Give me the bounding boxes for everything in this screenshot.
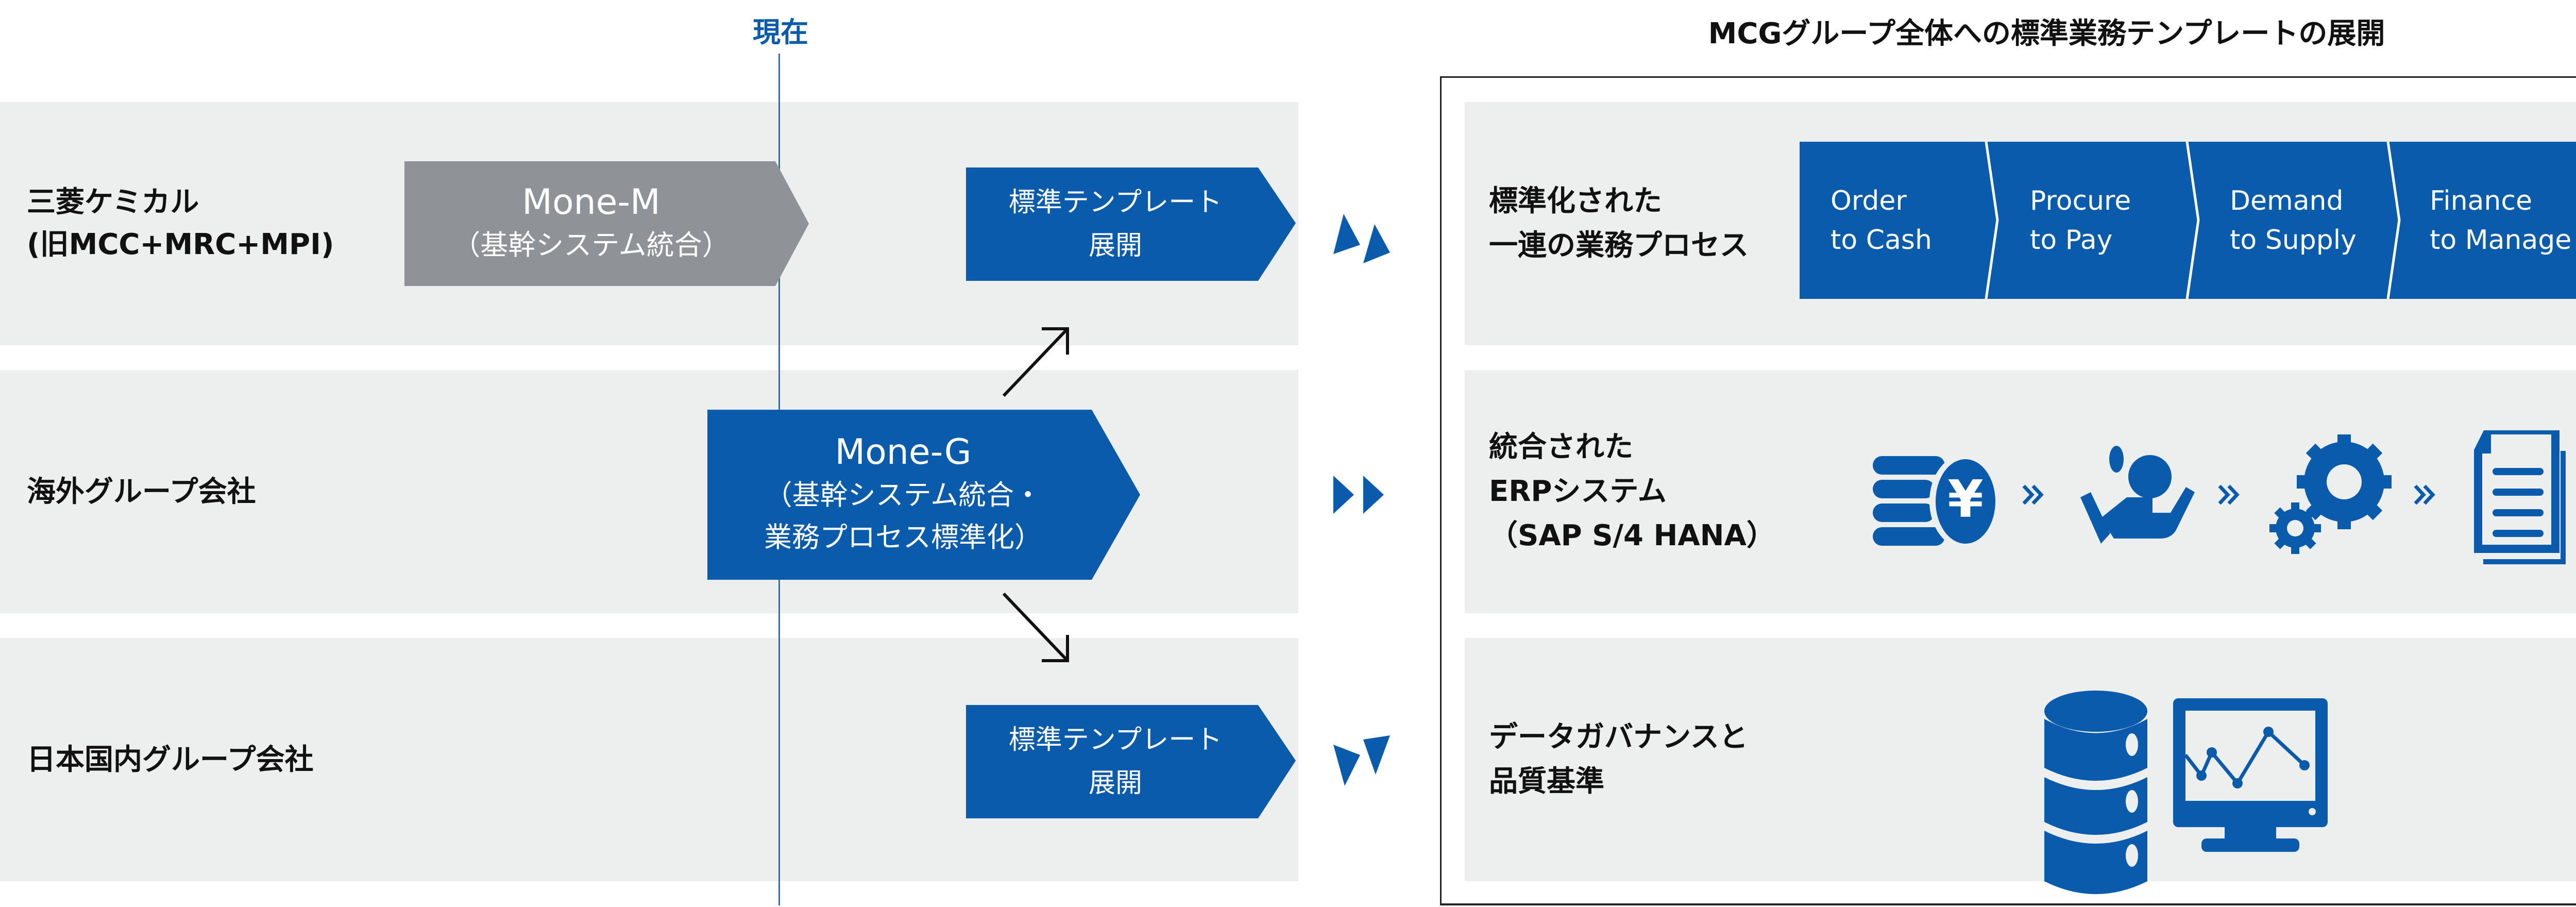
process-line: to Supply xyxy=(2230,224,2357,256)
right-panel-title: MCGグループ全体への標準業務テンプレートの展開 xyxy=(1708,17,2385,51)
label-line: ERPシステム xyxy=(1489,475,1667,508)
right-panel-frame xyxy=(1440,76,2576,905)
process-line: Procure xyxy=(2030,185,2131,216)
template-deploy-block-bottom: 標準テンプレート 展開 xyxy=(966,705,1296,818)
mone-g-title: Mone-G xyxy=(835,432,972,473)
label-line: 品質基準 xyxy=(1489,765,1604,798)
template-line2: 展開 xyxy=(1088,768,1142,799)
row-label-line: 日本国内グループ会社 xyxy=(27,743,314,777)
process-line: Demand xyxy=(2230,185,2344,216)
label-line: 標準化された xyxy=(1489,184,1662,218)
database-icon xyxy=(2044,691,2147,894)
label-line: データガバナンスと xyxy=(1489,720,1748,754)
right-band-governance xyxy=(1465,638,2576,881)
mone-g-subtitle-line1: （基幹システム統合・ xyxy=(764,479,1042,511)
mone-g-block: Mone-G （基幹システム統合・ 業務プロセス標準化） xyxy=(707,410,1140,580)
label-line: （SAP S/4 HANA） xyxy=(1489,519,1775,552)
process-procure-to-pay: Procure to Pay xyxy=(2030,142,2184,299)
process-line: Finance xyxy=(2430,185,2532,216)
label-line: 一連の業務プロセス xyxy=(1489,229,1749,262)
double-arrow-icon-top xyxy=(1333,214,1390,263)
svg-text:¥: ¥ xyxy=(1947,469,1984,529)
double-chevron-icon xyxy=(2414,484,2435,505)
right-row-label-erp: 統合された ERPシステム （SAP S/4 HANA） xyxy=(1489,425,1775,558)
double-chevron-icon xyxy=(2218,484,2240,505)
process-line: Order xyxy=(1831,185,1907,216)
template-line1: 標準テンプレート xyxy=(1008,725,1223,755)
process-line: to Pay xyxy=(2030,224,2113,256)
gears-icon xyxy=(2269,434,2392,554)
process-demand-to-supply: Demand to Supply xyxy=(2230,142,2395,299)
mone-m-subtitle: （基幹システム統合） xyxy=(452,229,730,261)
template-line1: 標準テンプレート xyxy=(1008,187,1223,218)
yen-coins-icon: ¥ xyxy=(1873,454,2002,549)
right-row-label-governance: データガバナンスと 品質基準 xyxy=(1489,715,1748,804)
double-chevron-icon xyxy=(2022,484,2044,505)
double-arrow-icon-bottom xyxy=(1333,735,1390,786)
process-line: to Cash xyxy=(1831,224,1932,256)
document-icon xyxy=(2474,430,2566,564)
mone-g-subtitle-line2: 業務プロセス標準化） xyxy=(764,521,1042,553)
monitor-chart-icon xyxy=(2173,698,2328,852)
now-label: 現在 xyxy=(753,16,808,48)
row-label-domestic: 日本国内グループ会社 xyxy=(27,739,314,781)
process-finance-to-manage: Finance to Manage xyxy=(2430,142,2576,299)
mone-m-title: Mone-M xyxy=(522,182,660,223)
row-label-mcc: 三菱ケミカル (旧MCC+MRC+MPI) xyxy=(27,181,334,266)
process-line: to Manage xyxy=(2430,224,2572,256)
right-band-erp xyxy=(1465,370,2576,613)
hand-person-icon xyxy=(2080,446,2195,544)
template-deploy-block-top: 標準テンプレート 展開 xyxy=(966,167,1296,281)
process-chain xyxy=(1800,142,2576,299)
frame-edge xyxy=(1440,903,2576,905)
mone-m-block: Mone-M （基幹システム統合） xyxy=(404,161,809,286)
row-label-line: 三菱ケミカル xyxy=(27,186,199,219)
double-arrow-icon-middle xyxy=(1333,476,1384,514)
template-line2: 展開 xyxy=(1088,230,1142,261)
label-line: 統合された xyxy=(1489,430,1633,464)
row-label-line: (旧MCC+MRC+MPI) xyxy=(27,228,334,261)
row-label-overseas: 海外グループ会社 xyxy=(27,471,256,513)
arrow-up-right-icon xyxy=(1002,327,1069,397)
process-order-to-cash: Order to Cash xyxy=(1831,142,1985,299)
row-label-line: 海外グループ会社 xyxy=(27,475,256,509)
right-row-label-process: 標準化された 一連の業務プロセス xyxy=(1489,179,1749,268)
arrow-down-right-icon xyxy=(1002,592,1069,662)
